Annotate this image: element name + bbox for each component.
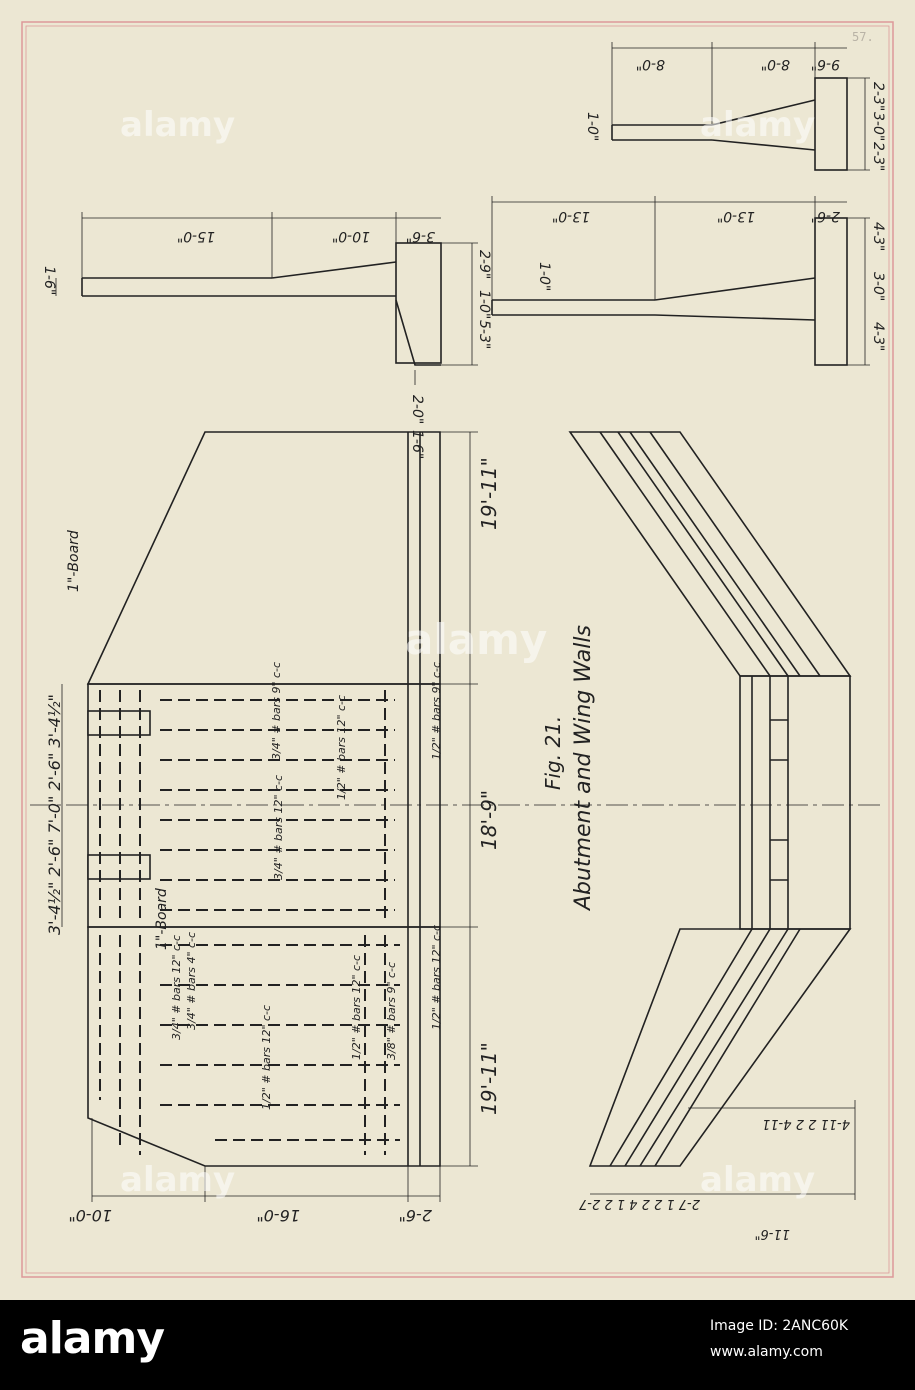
s2-w1: 2-9" [476,250,492,279]
bars-label-8: 1/2" # bars 12" c-c [350,955,363,1060]
dim-wing-right: 19'-11" [477,457,501,530]
s1-w2: 3-0" [870,112,886,141]
elevation [30,431,885,1202]
figure-caption-number: Fig. 21. [541,716,565,790]
section-2 [55,212,478,385]
bars-label-10: 1/2" # bars 12" c-c [260,1005,273,1110]
s2-h1: 1-6" [41,266,57,295]
dim-wing-left: 19'-11" [477,1042,501,1115]
plan-dims-b: 2-7 1 2 2 4 1 2 2-7 [578,1196,700,1211]
left-dim-b: 16-0" [256,1206,300,1225]
left-dim-a: 10-0" [68,1206,112,1225]
drawing: 8-0" 8-0" 9-6" 1-0" 2-3" 3-0" 2-3" 15-0"… [21,21,894,1278]
s2-w4: 2-0" [409,395,425,424]
s1-w3: 2-3" [870,142,886,171]
s3-w2: 3-0" [870,272,886,301]
bars-label-5: 1/2" # bars 12" c-c [430,925,443,1030]
s3-w3: 4-3" [870,322,886,351]
bars-label-7: 3/4" # bars 12" c-c [170,935,183,1040]
s2-w3: 5-3" [476,320,492,349]
sheet-border [21,21,894,1278]
watermark: alamy [120,105,236,145]
footer-bar [0,1300,915,1390]
s1-h1: 1-0" [584,112,600,141]
bars-label-3: 1/2" # bars 9" c-c [430,662,443,760]
s2-w5: 1-6" [409,430,425,459]
top-dims: 3'-4½" 2'-6" 7'-0" 2'-6" 3'-4½" [45,694,64,935]
plan-dims-a: 4-11 2 2 4-11 [762,1116,850,1131]
s3-d3: 2-6" [811,208,840,224]
watermark: alamy [405,615,548,664]
watermark: alamy [700,105,816,145]
section-1 [611,42,870,171]
s1-d1: 8-0" [636,56,665,72]
left-dim-c: 2-6" [399,1206,433,1225]
bars-label-4: 3/4" # bars 12" c-c [272,775,285,880]
s1-d3: 9-6" [811,56,840,72]
s3-d2: 13-0" [717,208,755,224]
bars-label-6: 3/4" # bars 4" c-c [185,932,198,1030]
sheet-border-inner [25,25,890,1274]
s1-d2: 8-0" [761,56,790,72]
bars-label-1: 3/4" # bars 9" c-c [270,662,283,760]
s1-w1: 2-3" [870,82,886,111]
board-left: 1"-Board [154,888,170,950]
plan-dims-c: 11-6" [755,1226,790,1241]
paper-background [0,0,915,1300]
s3-d1: 13-0" [552,208,590,224]
watermark: alamy [700,1160,816,1200]
bars-label-2: 1/2" # bars 12" c-c [335,695,348,800]
s3-w1: 4-3" [870,222,886,251]
s2-w2: 1-0" [476,290,492,319]
dim-center: 18'-9" [477,790,501,850]
reinforcement [99,690,400,1155]
figure-caption-title: Abutment and Wing Walls [571,625,596,912]
s2-d3: 3-6" [406,228,435,244]
s2-d1: 15-0" [177,228,215,244]
watermark: alamy [120,1160,236,1200]
bars-label-9: 3/8" # bars 9" c-c [385,962,398,1060]
board-top: 1"-Board [66,530,82,592]
s2-d2: 10-0" [332,228,370,244]
section-3 [491,196,870,366]
plan [568,431,856,1200]
site-url: www.alamy.com [710,1344,823,1360]
page-number: 57. [852,30,874,44]
s3-h1: 1-0" [536,262,552,291]
image-id: Image ID: 2ANC60K [710,1318,849,1334]
stock-logo: alamy [20,1313,165,1364]
